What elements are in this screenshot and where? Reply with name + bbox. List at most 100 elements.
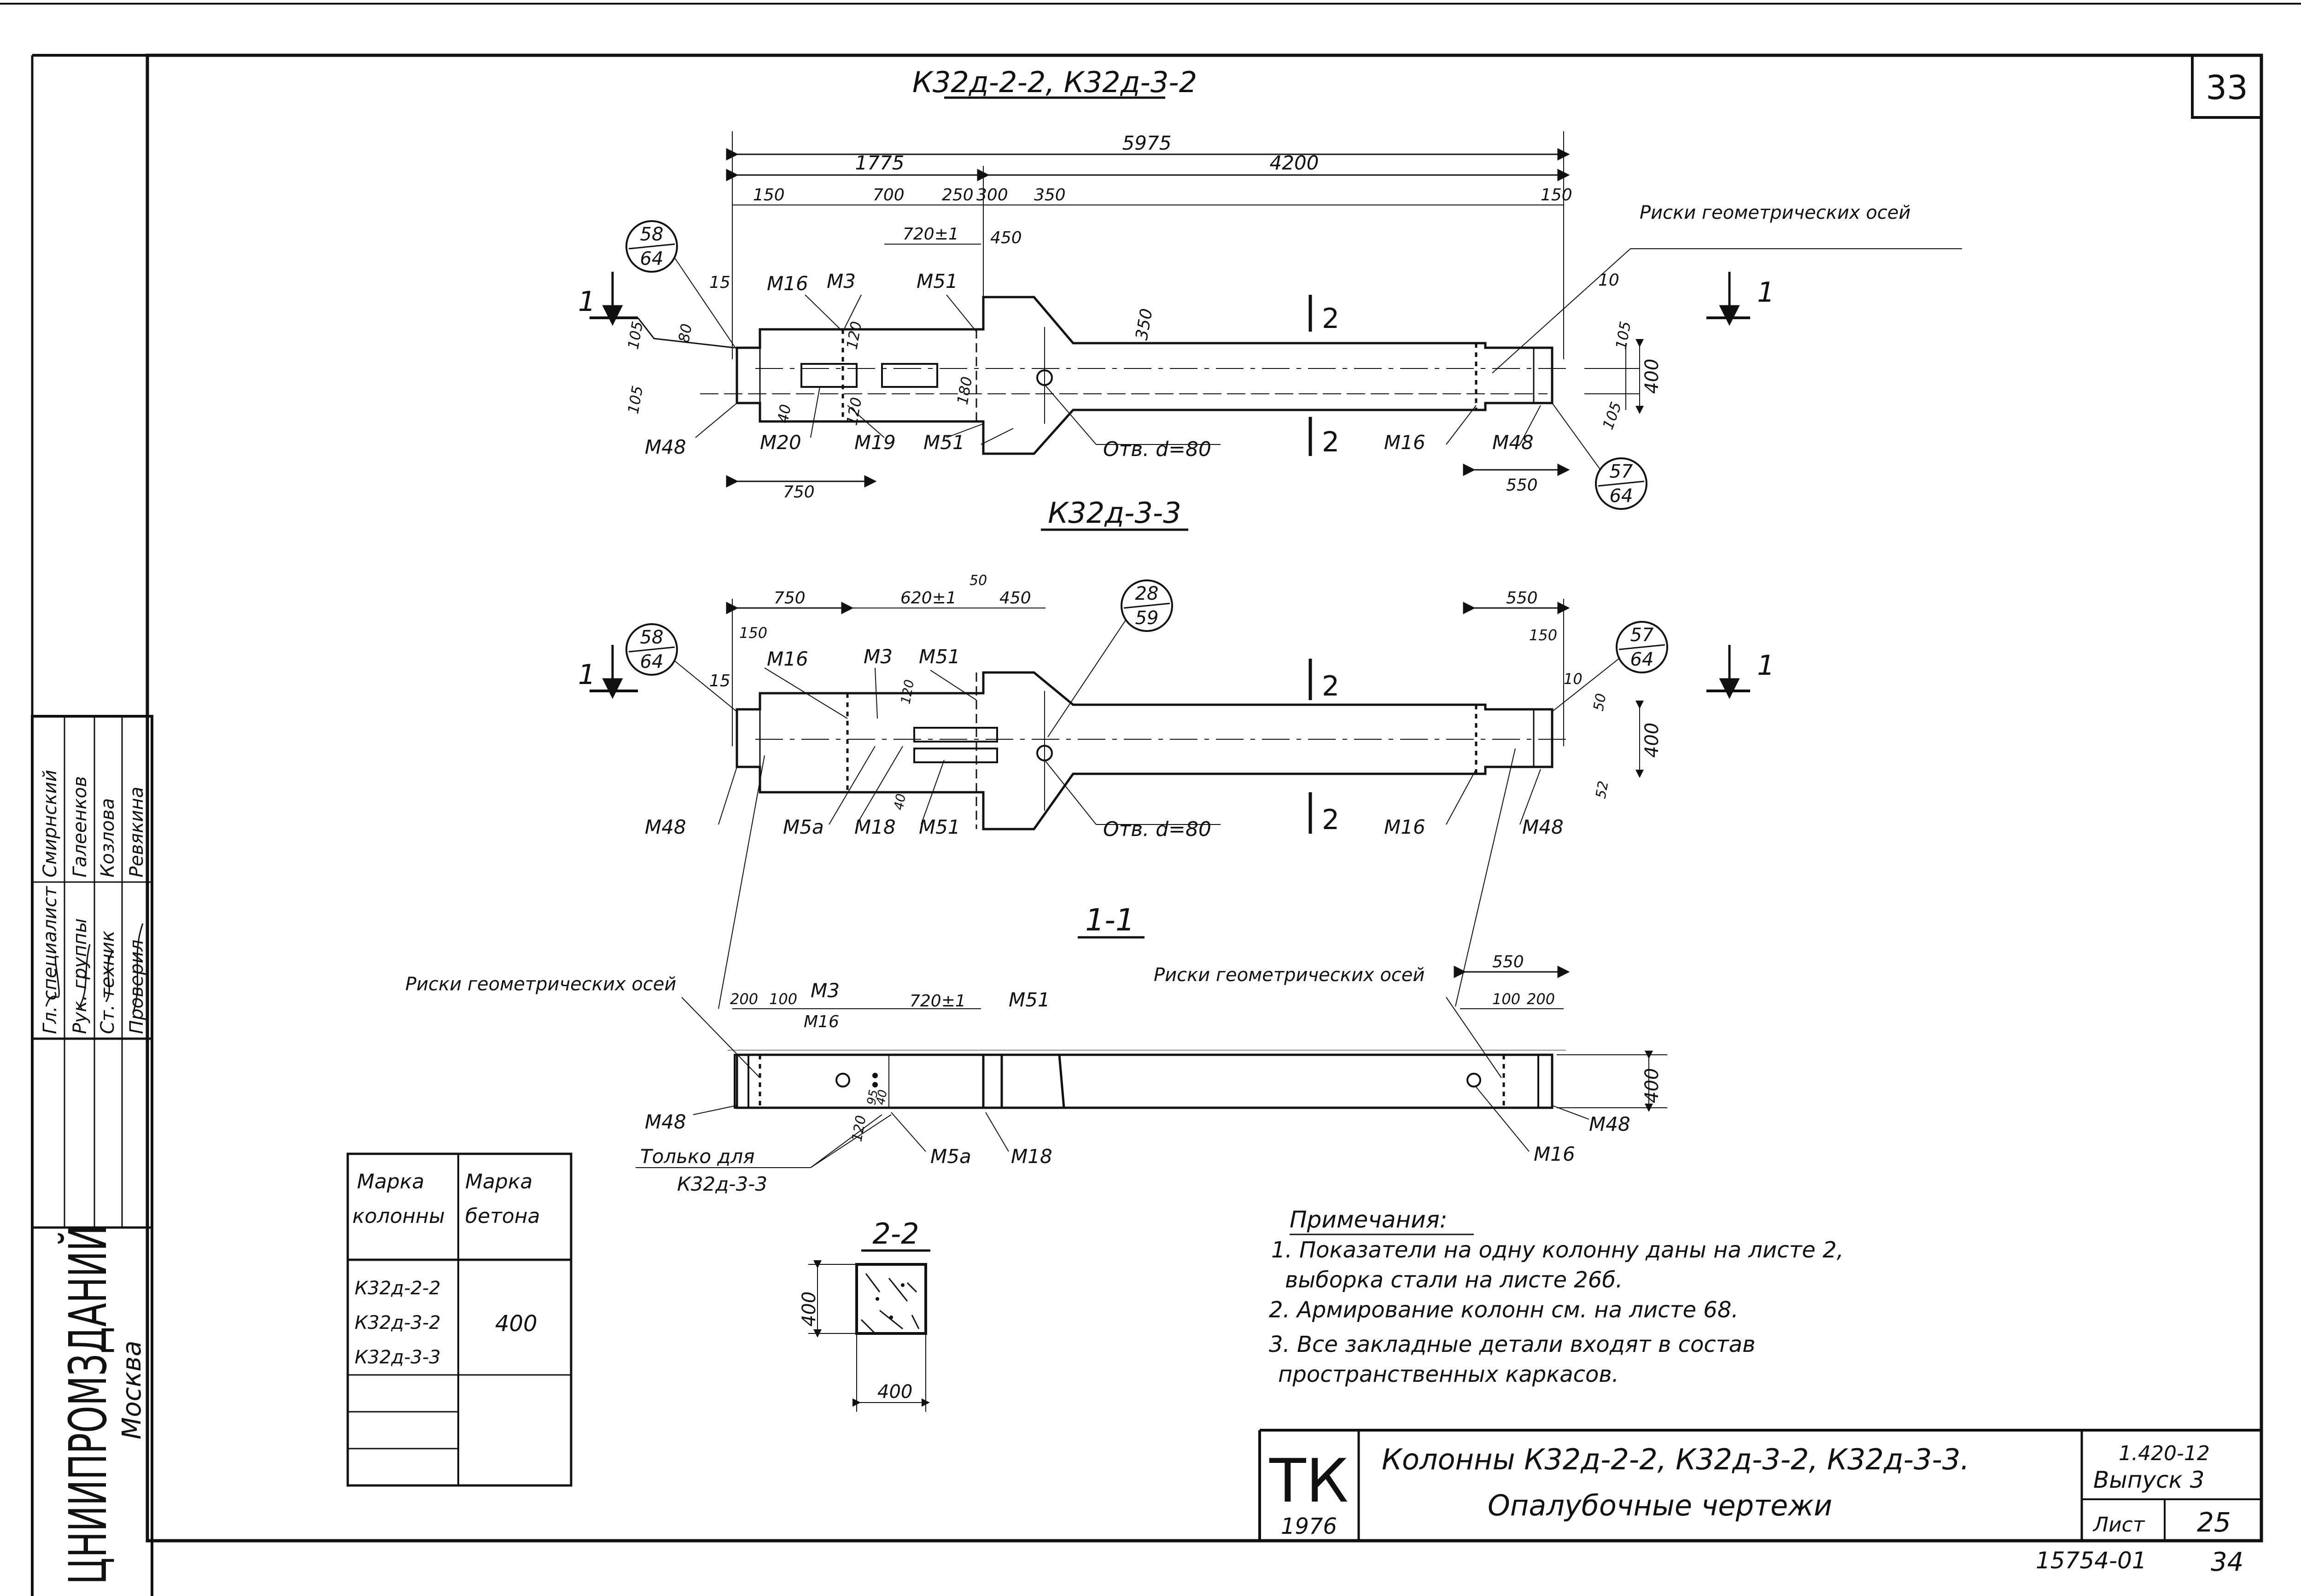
v1-balloon-57-64: 57 64 [1552,403,1647,510]
v1-d450: 450 [990,228,1022,247]
page-number-box: 33 [2191,56,2261,119]
svg-text:57: 57 [1630,625,1654,646]
v1-d105a: 105 [624,320,646,351]
v2-sec1-right: 1 [1757,649,1775,682]
v1-d105d: 105 [1599,399,1625,432]
v1-d150b: 150 [1541,186,1572,205]
s11-d120: 120 [849,1114,869,1143]
s22-d400v: 400 [799,1292,820,1327]
marks-table: Марка колонны Марка бетона К32д-2-2 К32д… [346,1152,572,1487]
v1-d750: 750 [783,483,815,502]
v1-sec1-right: 1 [1757,276,1775,309]
v1-m51b: М51 [923,431,965,454]
svg-text:58: 58 [640,627,664,648]
page-number: 33 [2206,68,2248,107]
view-2: К32д-3-3 750 620±1 50 450 550 150 15 150… [578,496,1775,1009]
v1-sec2-bot: 2 [1322,426,1339,458]
title-issue: Выпуск 3 [2093,1467,2204,1493]
table-row-2: К32д-3-2 [355,1312,441,1333]
s22-d400h: 400 [877,1381,912,1403]
v2-sec2-bot: 2 [1322,804,1339,836]
v1-dim-right: 4200 [1270,152,1319,174]
title-line1: Колонны К32д-2-2, К32д-3-2, К32д-3-3. [1382,1443,1969,1476]
v1-d15: 15 [709,273,730,292]
stamp-signatures [45,923,144,1011]
s11-d550: 550 [1492,953,1524,971]
v1-m48b: М48 [1492,431,1534,454]
v2-m3: М3 [864,645,893,668]
v1-d80a: 80 [675,322,695,344]
sheet-frame [0,3,2301,1596]
v1-sec1-left: 1 [578,286,596,318]
v1-hole: Отв. d=80 [1103,438,1211,461]
stamp-role-1: Гл. специалист [40,886,61,1034]
s11-only-for: Только для [640,1145,755,1168]
title-block: ТК 1976 Колонны К32д-2-2, К32д-3-2, К32д… [1258,1429,2261,1577]
s11-m16b: М16 [1534,1143,1575,1165]
v1-m19: М19 [854,431,896,454]
table-row-1: К32д-2-2 [355,1278,441,1299]
v2-m51a: М51 [919,645,960,668]
v2-balloon-57-64: 57 64 [1552,621,1668,712]
v2-d150a: 150 [739,624,767,642]
s11-d40: 40 [874,1088,890,1106]
v2-d15: 15 [709,672,730,690]
svg-text:59: 59 [1135,608,1159,629]
v1-m16b: М16 [1384,431,1425,454]
s11-m16a: М16 [804,1012,839,1031]
sheet-stamp-number: 34 [2211,1547,2243,1577]
v1-d150a: 150 [753,186,785,205]
s11-column-outline [736,1053,1553,1109]
title-sheet-label: Лист [2092,1513,2145,1537]
v1-d400: 400 [1641,359,1663,394]
note-3b: пространственных каркасов. [1278,1362,1619,1387]
v1-d350v: 350 [1132,307,1156,342]
svg-text:64: 64 [640,248,664,269]
note-2: 2. Армирование колонн см. на листе 68. [1269,1297,1739,1323]
svg-text:58: 58 [640,224,664,245]
v1-m20: М20 [760,431,801,454]
v2-d550: 550 [1506,589,1538,608]
table-col1-line2: колонны [352,1204,445,1228]
v2-m16a: М16 [767,648,808,670]
v1-m16a: М16 [767,272,808,295]
view1-title: К32д-2-2, К32д-3-2 [912,65,1197,99]
s11-m5a: М5а [930,1145,971,1168]
note-1a: 1. Показатели на одну колонну даны на ли… [1271,1237,1844,1263]
v2-d10: 10 [1564,670,1583,688]
v1-d105c: 105 [1612,320,1634,351]
s11-m51: М51 [1009,988,1050,1011]
v2-sec1-left: 1 [578,659,596,691]
s11-d200a: 200 [730,990,758,1008]
svg-text:64: 64 [1630,649,1654,670]
title-code: ТК [1269,1446,1349,1516]
v1-d700: 700 [873,186,905,205]
stamp-role-3: Ст. техник [97,930,118,1034]
stamp-name-4: Ревякина [126,787,147,877]
s11-d100b: 100 [1492,990,1520,1008]
table-col2-line1: Марка [465,1170,532,1193]
v2-m48a: М48 [645,816,686,838]
v1-dim-total: 5975 [1122,132,1172,154]
stamp-city: Москва [117,1340,147,1439]
v1-d180: 180 [953,375,975,406]
section-2-2: 2-2 400 400 [799,1217,930,1412]
v2-d50b: 50 [1590,692,1609,713]
v2-d150b: 150 [1529,626,1557,644]
v1-m51a: М51 [917,270,958,292]
notes-block: Примечания: 1. Показатели на одну колонн… [1269,1206,1844,1387]
view2-title: К32д-3-3 [1048,496,1181,530]
s11-m3: М3 [811,979,840,1002]
v1-d350: 350 [1034,186,1066,205]
v2-d50: 50 [969,573,987,589]
s11-m18: М18 [1011,1145,1052,1168]
v1-d550: 550 [1506,476,1538,495]
v2-m18: М18 [854,816,896,838]
v2-column-outline [736,671,1553,830]
v2-d40: 40 [891,792,909,811]
v2-d52: 52 [1593,780,1612,800]
s11-d200b: 200 [1527,990,1555,1008]
v2-d620: 620±1 [900,589,957,608]
v1-m48a: М48 [645,436,686,458]
